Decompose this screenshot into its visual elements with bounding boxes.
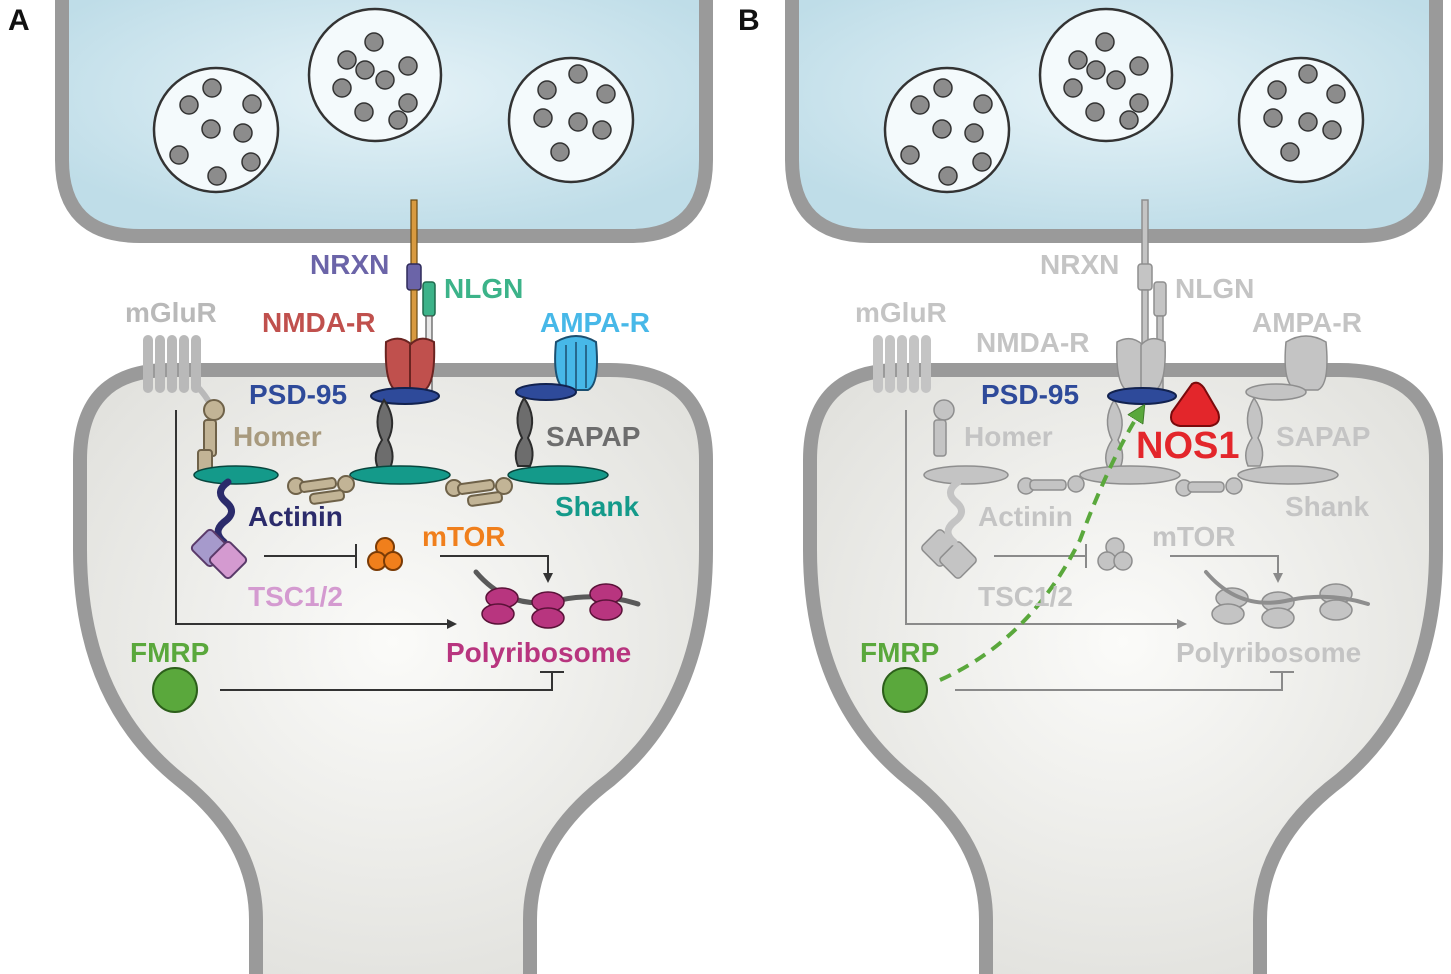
label-fmrp: FMRP xyxy=(860,637,939,668)
nmdar-receptor xyxy=(384,337,436,393)
mtor-protein xyxy=(367,537,403,571)
label-psd95: PSD-95 xyxy=(249,379,347,410)
actinin-protein xyxy=(214,478,235,546)
label-fmrp: FMRP xyxy=(130,637,209,668)
shank-protein xyxy=(193,465,609,485)
label-nos1: NOS1 xyxy=(1136,425,1239,467)
mrna-strand xyxy=(1204,570,1370,606)
label-polyribosome: Polyribosome xyxy=(446,637,631,668)
mglur-to-polyribosome-arrow xyxy=(175,410,457,629)
label-mtor: mTOR xyxy=(422,521,506,552)
label-mglur: mGluR xyxy=(125,297,217,328)
mtor-to-polyribosome-arrow xyxy=(440,555,553,583)
label-mtor: mTOR xyxy=(1152,521,1236,552)
faded-components xyxy=(873,199,1353,629)
label-nmdar: NMDA-R xyxy=(976,327,1090,358)
label-psd95: PSD-95 xyxy=(981,379,1079,410)
synaptic-vesicles xyxy=(152,7,635,194)
tsc-complex xyxy=(190,528,248,580)
label-nrxn: NRXN xyxy=(310,249,389,280)
fmrp-protein xyxy=(152,667,198,713)
label-shank: Shank xyxy=(555,491,639,522)
label-nlgn: NLGN xyxy=(444,273,523,304)
label-ampar: AMPA-R xyxy=(1252,307,1362,338)
label-nrxn: NRXN xyxy=(1040,249,1119,280)
homer-protein xyxy=(197,399,225,473)
label-nlgn: NLGN xyxy=(1175,273,1254,304)
label-sapap: SAPAP xyxy=(1276,421,1370,452)
label-homer: Homer xyxy=(233,421,322,452)
fmrp-protein xyxy=(882,667,928,713)
panel-a: A xyxy=(8,0,713,974)
panel-letter: B xyxy=(738,4,760,37)
label-homer: Homer xyxy=(964,421,1053,452)
actinin-protein xyxy=(944,478,965,546)
label-actinin: Actinin xyxy=(978,501,1073,532)
fmrp-to-psd95-dashed-arrow xyxy=(939,412,1140,682)
label-polyribosome: Polyribosome xyxy=(1176,637,1361,668)
label-shank: Shank xyxy=(1285,491,1369,522)
label-mglur: mGluR xyxy=(855,297,947,328)
label-tsc: TSC1/2 xyxy=(978,581,1073,612)
polyribosome xyxy=(473,569,641,629)
label-actinin: Actinin xyxy=(248,501,343,532)
homer-linkers xyxy=(287,475,513,507)
label-tsc: TSC1/2 xyxy=(248,581,343,612)
synaptic-vesicles xyxy=(883,7,1365,194)
psd95-protein xyxy=(370,383,577,405)
fmrp-inhibits-polyribosome xyxy=(220,672,553,691)
panel-letter: A xyxy=(8,4,30,37)
ampar-receptor xyxy=(554,335,598,391)
nos1-protein xyxy=(1170,381,1220,427)
panel-b: B xyxy=(738,0,1443,974)
label-sapap: SAPAP xyxy=(546,421,640,452)
psd95-protein xyxy=(1107,387,1177,405)
label-ampar: AMPA-R xyxy=(540,307,650,338)
label-nmdar: NMDA-R xyxy=(262,307,376,338)
